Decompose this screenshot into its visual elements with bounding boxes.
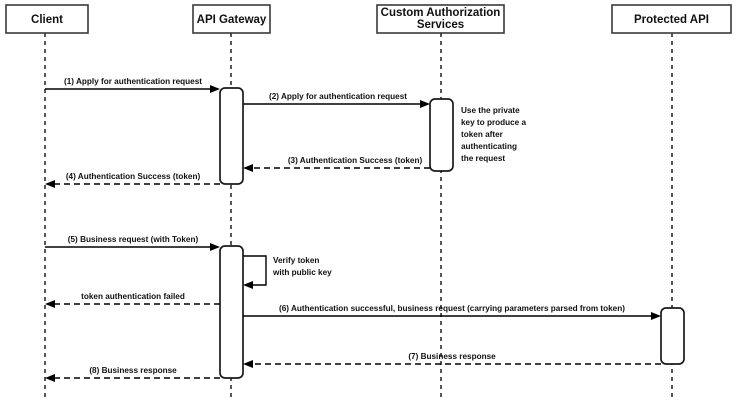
participant-box-custom-authorization-services[interactable] xyxy=(376,4,505,34)
message-6: (6) Authentication successful, business … xyxy=(243,304,661,320)
participant-box-protected-api[interactable] xyxy=(611,4,732,34)
participant-label-protected-api: Protected API xyxy=(634,14,709,26)
note-private-key-line-2: key to produce a xyxy=(461,118,527,127)
message-token-authentication-failed-label: token authentication failed xyxy=(81,292,185,301)
activation-protected-api-1 xyxy=(660,307,685,365)
message-token-authentication-failed: token authentication failed xyxy=(45,292,220,308)
message-5: (5) Business request (with Token) xyxy=(45,235,220,251)
note-private-key-line-1: Use the private xyxy=(461,106,520,115)
message-7-arrowhead xyxy=(243,360,253,368)
message-4-arrowhead xyxy=(45,180,55,188)
message-1-arrowhead xyxy=(210,85,220,93)
activation-custom-authorization-services-1 xyxy=(429,98,454,172)
message-self-verify-token: Verify token with public key xyxy=(243,255,332,289)
message-3-arrowhead xyxy=(243,164,253,172)
message-self-verify-token-label-line1: Verify token xyxy=(273,256,319,265)
note-private-key-line-3: token after xyxy=(461,130,504,139)
message-6-arrowhead xyxy=(651,312,661,320)
message-2: (2) Apply for authentication request xyxy=(243,92,430,108)
message-6-label: (6) Authentication successful, business … xyxy=(279,304,625,313)
note-private-key-line-4: authenticating xyxy=(461,142,517,151)
message-8: (8) Business response xyxy=(45,366,220,382)
message-self-verify-token-label-line2: with public key xyxy=(272,268,332,277)
message-1-label: (1) Apply for authentication request xyxy=(64,77,202,86)
participant-custom-authorization-services[interactable]: Custom Authorization Services xyxy=(376,4,505,34)
message-2-arrowhead xyxy=(420,100,430,108)
participant-api-gateway[interactable]: API Gateway xyxy=(192,4,271,34)
message-8-arrowhead xyxy=(45,374,55,382)
message-token-authentication-failed-arrowhead xyxy=(45,300,55,308)
message-1: (1) Apply for authentication request xyxy=(45,77,220,93)
message-self-verify-token-arrowhead xyxy=(243,281,253,289)
participant-box-client[interactable] xyxy=(5,4,89,34)
message-3: (3) Authentication Success (token) xyxy=(243,156,430,172)
note-private-key: Use the private key to produce a token a… xyxy=(461,106,527,163)
message-4-label: (4) Authentication Success (token) xyxy=(66,172,201,181)
activation-api-gateway-2 xyxy=(219,245,244,379)
message-self-verify-token-line xyxy=(243,255,267,286)
participant-label-custom-authorization-services-line2: Services xyxy=(417,19,464,31)
note-private-key-line-5: the request xyxy=(461,154,505,163)
message-5-label: (5) Business request (with Token) xyxy=(68,235,199,244)
participant-client[interactable]: Client xyxy=(5,4,89,34)
lifelines-group xyxy=(44,33,673,398)
message-8-label: (8) Business response xyxy=(89,366,177,375)
participant-label-custom-authorization-services-line1: Custom Authorization xyxy=(381,7,501,19)
activation-api-gateway-1 xyxy=(219,87,244,185)
participant-label-api-gateway: API Gateway xyxy=(197,14,267,26)
message-5-arrowhead xyxy=(210,243,220,251)
message-3-label: (3) Authentication Success (token) xyxy=(288,156,423,165)
participant-protected-api[interactable]: Protected API xyxy=(611,4,732,34)
participant-label-client: Client xyxy=(31,14,63,26)
message-2-label: (2) Apply for authentication request xyxy=(269,92,407,101)
participant-headers-group: Client API Gateway Custom Authorization … xyxy=(5,4,732,34)
message-7-label: (7) Business response xyxy=(408,352,496,361)
message-7: (7) Business response xyxy=(243,352,661,368)
message-4: (4) Authentication Success (token) xyxy=(45,172,220,188)
participant-box-api-gateway[interactable] xyxy=(192,4,271,34)
